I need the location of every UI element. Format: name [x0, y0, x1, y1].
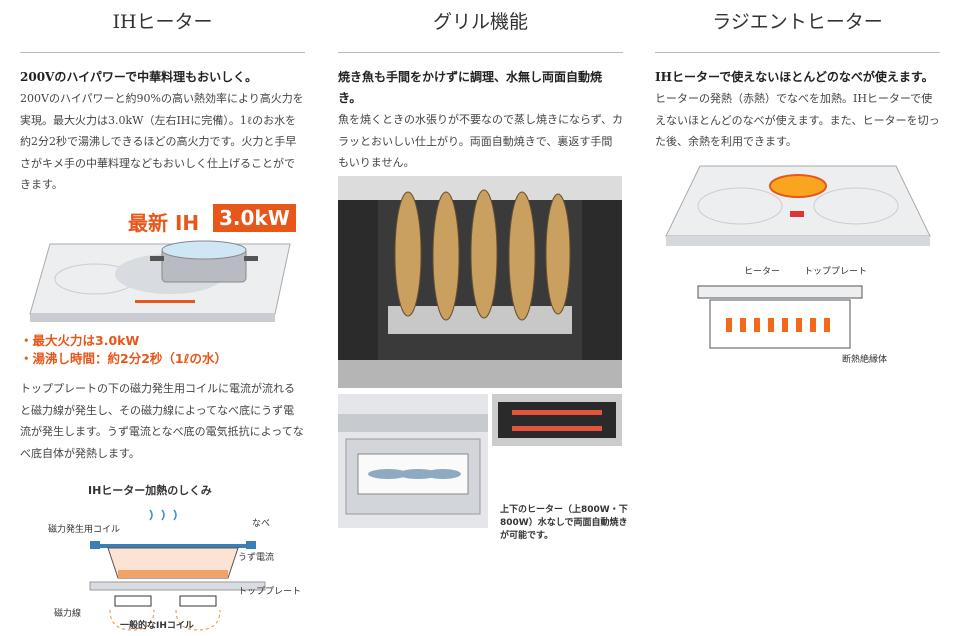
grill-title: グリル機能 — [338, 0, 623, 53]
grill-drawer-photo — [338, 394, 488, 528]
grill-caption: 上下のヒーター（上800W・下800W）水なしで両面自動焼きが可能です。 — [500, 505, 628, 541]
ih-heater-title: IHヒーター — [20, 0, 305, 53]
ih-mechanism-text: トッププレートの下の磁力発生用コイルに電流が流れると磁力線が発生し、その磁力線に… — [20, 378, 305, 464]
coil-label: 磁力発生用コイル — [48, 525, 121, 535]
heater-label: ヒーター — [744, 267, 781, 277]
radiant-structure-drawing — [697, 285, 863, 349]
ih-cooktop-figure: 最新 IH 3.0kW ・最大火力は3.0kW ・湯沸し時間：約2分2秒（1ℓの… — [20, 198, 310, 373]
ih-coil-label: 一般的なIHコイル — [120, 621, 194, 631]
eddy-current-label: うず電流 — [238, 553, 275, 563]
radiant-heater-body: ヒーターの発熱（赤熱）でなべを加熱。IHヒーターで使えないほとんどのなべが使えま… — [655, 92, 940, 148]
boil-time-bullet: ・湯沸し時間：約2分2秒（1ℓの水） — [20, 351, 227, 366]
ih-heater-column: IHヒーター 200Vのハイパワーで中華料理もおいしく。 200Vのハイパワーと… — [20, 0, 305, 196]
radiant-plate-label: トッププレート — [804, 267, 868, 277]
ih-heater-lead: 200Vのハイパワーで中華料理もおいしく。 — [20, 70, 258, 84]
grill-lead: 焼き魚も手間をかけずに調理、水無し両面自動焼き。 — [338, 70, 603, 105]
ih-mechanism-body: トッププレートの下の磁力発生用コイルに電流が流れると磁力線が発生し、その磁力線に… — [20, 382, 304, 460]
new-ih-label: 最新 IH — [128, 211, 200, 235]
ih-cooktop-illustration — [29, 240, 291, 322]
max-power-bullet: ・最大火力は3.0kW — [20, 333, 140, 348]
ih-heater-body: 200Vのハイパワーと約90%の高い熱効率により高火力を実現。最大火力は3.0k… — [20, 92, 304, 191]
ih-mechanism-diagram: IHヒーター加熱のしくみ 磁力発生用コイル なべ うず電流 トッププレート 磁力… — [20, 480, 310, 636]
grill-heater-photo — [492, 394, 622, 446]
top-plate-label: トッププレート — [238, 587, 302, 597]
grill-column: グリル機能 焼き魚も手間をかけずに調理、水無し両面自動焼き。 魚を焼くときの水張… — [338, 0, 623, 174]
grilled-fish-photo — [338, 176, 622, 388]
pot-label: なべ — [252, 519, 271, 529]
power-badge: 3.0kW — [213, 204, 296, 232]
radiant-cooktop-illustration — [665, 165, 931, 246]
radiant-heater-column: ラジエントヒーター IHヒーターで使えないほとんどのなべが使えます。 ヒーターの… — [655, 0, 940, 153]
magnetic-field-label: 磁力線 — [54, 609, 82, 619]
ih-diagram-drawing — [89, 509, 266, 631]
radiant-heater-title: ラジエントヒーター — [655, 0, 940, 53]
radiant-heater-lead: IHヒーターで使えないほとんどのなべが使えます。 — [655, 70, 934, 84]
grill-body: 魚を焼くときの水張りが不要なので蒸し焼きにならず、カラッとおいしい仕上がり。両面… — [338, 113, 624, 169]
radiant-structure-diagram: ヒーター トッププレート 断熱絶縁体 — [694, 262, 934, 366]
insulator-label: 断熱絶縁体 — [842, 355, 888, 365]
ih-diagram-title: IHヒーター加熱のしくみ — [88, 484, 212, 497]
